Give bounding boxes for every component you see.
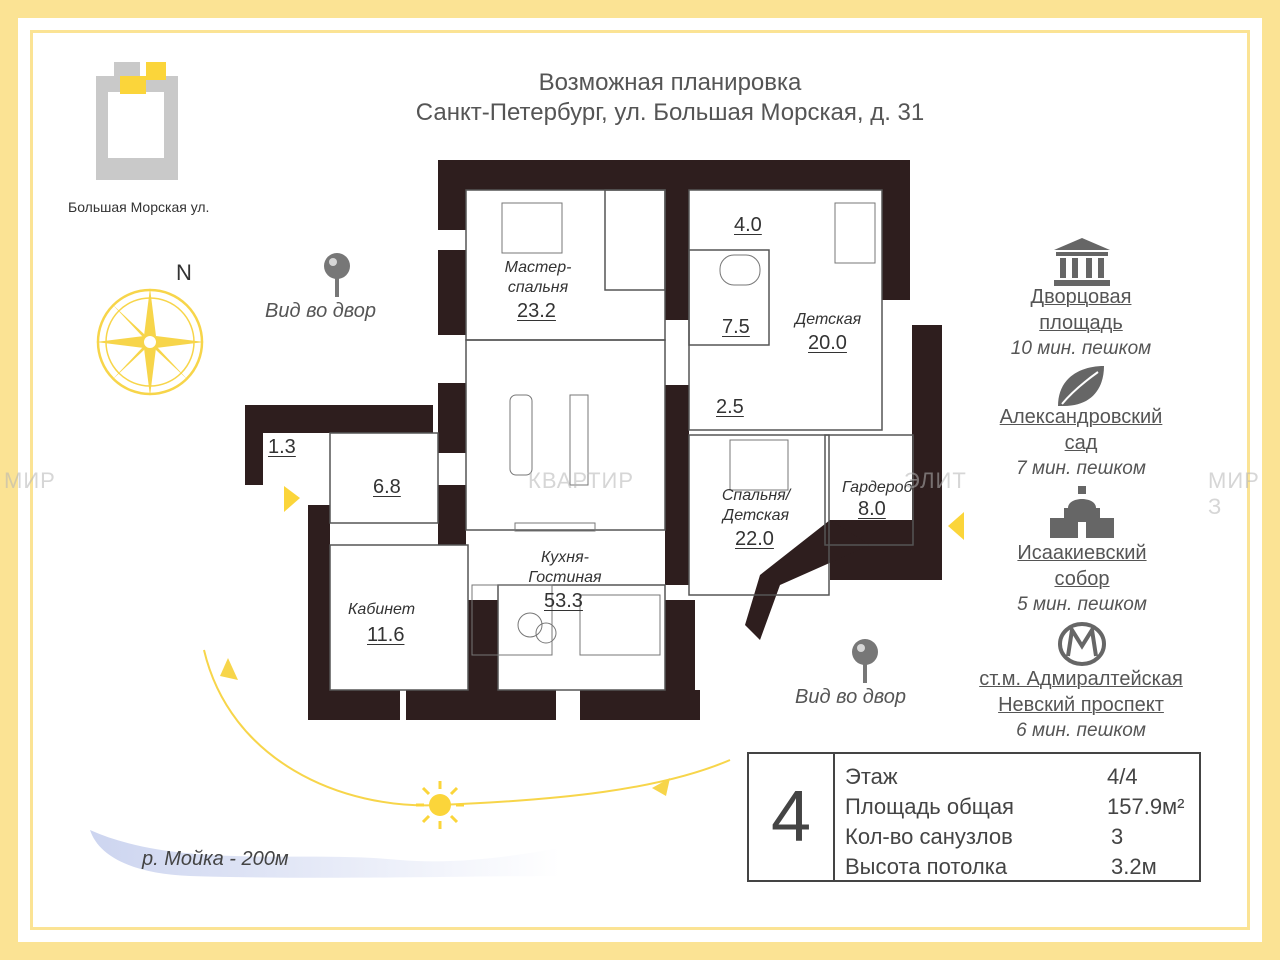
poi-name: Александровский	[999, 406, 1163, 428]
location-map-icon	[96, 62, 178, 180]
room-area: 2.5	[716, 396, 744, 418]
info-value: 3	[1111, 824, 1124, 849]
room-area: 53.3	[544, 590, 583, 612]
poi-name: Невский проспект	[998, 694, 1164, 716]
view-label-right: Вид во двор	[795, 686, 907, 708]
view-pin-icon	[852, 639, 878, 683]
watermark: ЭЛИТ	[904, 468, 967, 493]
watermark: КВАРТИР	[528, 468, 635, 493]
poi-name: сад	[1064, 432, 1098, 454]
title-line1: Возможная планировка	[538, 69, 802, 96]
poi-time: 6 мин. пешком	[1016, 720, 1146, 741]
room-area: 7.5	[722, 316, 750, 338]
floor-number: 4	[749, 754, 835, 880]
cathedral-icon	[1050, 486, 1114, 538]
room-area: 11.6	[367, 624, 405, 646]
interior-lines	[329, 189, 914, 691]
walls	[245, 160, 942, 720]
street-label: Большая Морская ул.	[68, 199, 210, 215]
inner-frame	[30, 30, 1250, 930]
poi-name: ст.м. Адмиралтейская	[979, 668, 1183, 690]
poi-time: 7 мин. пешком	[1016, 458, 1146, 479]
watermark: МИР	[4, 468, 56, 493]
poi-alexander-garden: Александровский сад 7 мин. пешком	[961, 404, 1201, 482]
leaf-icon	[1058, 366, 1104, 406]
room-area: 23.2	[517, 300, 556, 322]
info-label: Кол-во санузлов	[845, 824, 1013, 849]
poi-time: 5 мин. пешком	[1017, 594, 1147, 615]
poi-time: 10 мин. пешком	[1010, 338, 1152, 359]
info-label: Высота потолка	[845, 854, 1008, 879]
room-area: 6.8	[373, 476, 401, 498]
entrance-marker-left-icon	[284, 486, 300, 512]
title-line2: Санкт-Петербург, ул. Большая Морская, д.…	[415, 99, 925, 126]
room-name: Кабинет	[348, 601, 416, 618]
room-area: 1.3	[268, 436, 296, 458]
room-area: 22.0	[735, 528, 774, 550]
floor-plan	[245, 160, 942, 720]
info-value: 4/4	[1107, 764, 1138, 789]
room-name: Спальня/ Детская	[721, 487, 791, 524]
room-name: Мастер- спальня	[504, 259, 572, 296]
room-area: 8.0	[858, 498, 886, 520]
poi-name: площадь	[1039, 312, 1123, 334]
north-label: N	[176, 260, 192, 285]
river-label: р. Мойка - 200м	[142, 848, 289, 870]
view-pin-icon	[324, 253, 350, 297]
poi-isaac-cathedral: Исаакиевский собор 5 мин. пешком	[962, 540, 1202, 618]
page-title: Возможная планировка Санкт-Петербург, ул…	[370, 68, 970, 128]
info-value: 3.2м	[1111, 854, 1157, 879]
room-name: Детская	[795, 311, 862, 328]
info-box: 4 Этаж 4/4 Площадь общая 157.9м² Кол-во …	[747, 752, 1201, 882]
info-label: Этаж	[845, 764, 898, 789]
room-area: 20.0	[808, 332, 847, 354]
compass-rose-icon	[96, 288, 204, 396]
poi-name: Дворцовая	[1030, 286, 1132, 308]
view-label-left: Вид во двор	[265, 300, 377, 322]
room-name: Гардероб	[842, 479, 913, 496]
room-area: 4.0	[734, 214, 762, 236]
info-value: 157.9м²	[1107, 794, 1185, 819]
palace-icon	[1054, 238, 1110, 286]
poi-name: Исаакиевский	[1017, 542, 1147, 564]
sun-path	[90, 649, 731, 878]
metro-icon	[1058, 622, 1106, 666]
poi-palace-square: Дворцовая площадь 10 мин. пешком	[961, 284, 1201, 362]
poi-name: собор	[1054, 568, 1110, 590]
info-label: Площадь общая	[845, 794, 1014, 819]
entrance-marker-right-icon	[948, 512, 964, 540]
room-name: Кухня- Гостиная	[528, 549, 602, 586]
poi-metro: ст.м. Адмиралтейская Невский проспект 6 …	[961, 666, 1201, 744]
watermark: МИР З	[1208, 468, 1260, 519]
furniture	[471, 202, 876, 656]
sun-icon	[416, 781, 464, 829]
